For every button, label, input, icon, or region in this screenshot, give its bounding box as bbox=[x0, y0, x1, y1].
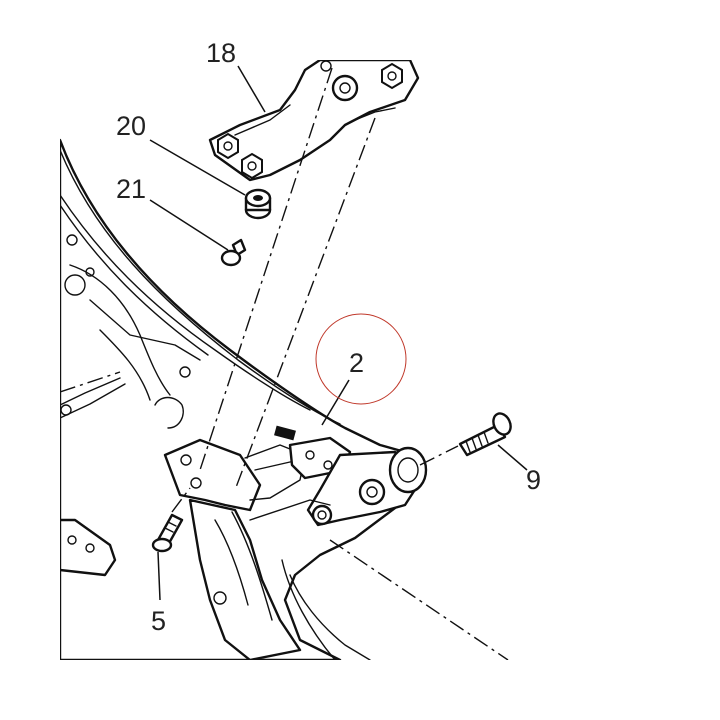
strap-fragment bbox=[60, 377, 126, 419]
bolt-part-9 bbox=[458, 412, 512, 457]
callout-2: 2 bbox=[349, 348, 364, 378]
assembly-center-lines bbox=[60, 67, 509, 660]
bolt-part-21 bbox=[220, 238, 247, 267]
hex-nut-icon bbox=[217, 132, 239, 160]
callout-18: 18 bbox=[206, 38, 236, 68]
frame-part-2 bbox=[60, 138, 428, 660]
bolt-part-5 bbox=[151, 513, 184, 553]
hex-nut-icon bbox=[241, 152, 263, 180]
bracket-part-18 bbox=[208, 60, 420, 182]
callout-21: 21 bbox=[116, 174, 146, 204]
hex-nut-icon bbox=[381, 62, 403, 90]
bush-part-20 bbox=[244, 188, 272, 220]
callout-5: 5 bbox=[151, 606, 166, 636]
side-bracket-fragment bbox=[60, 518, 117, 577]
callout-9: 9 bbox=[526, 465, 541, 495]
callout-20: 20 bbox=[116, 111, 146, 141]
highlight-circle bbox=[315, 313, 407, 405]
leader-lines bbox=[149, 65, 528, 601]
